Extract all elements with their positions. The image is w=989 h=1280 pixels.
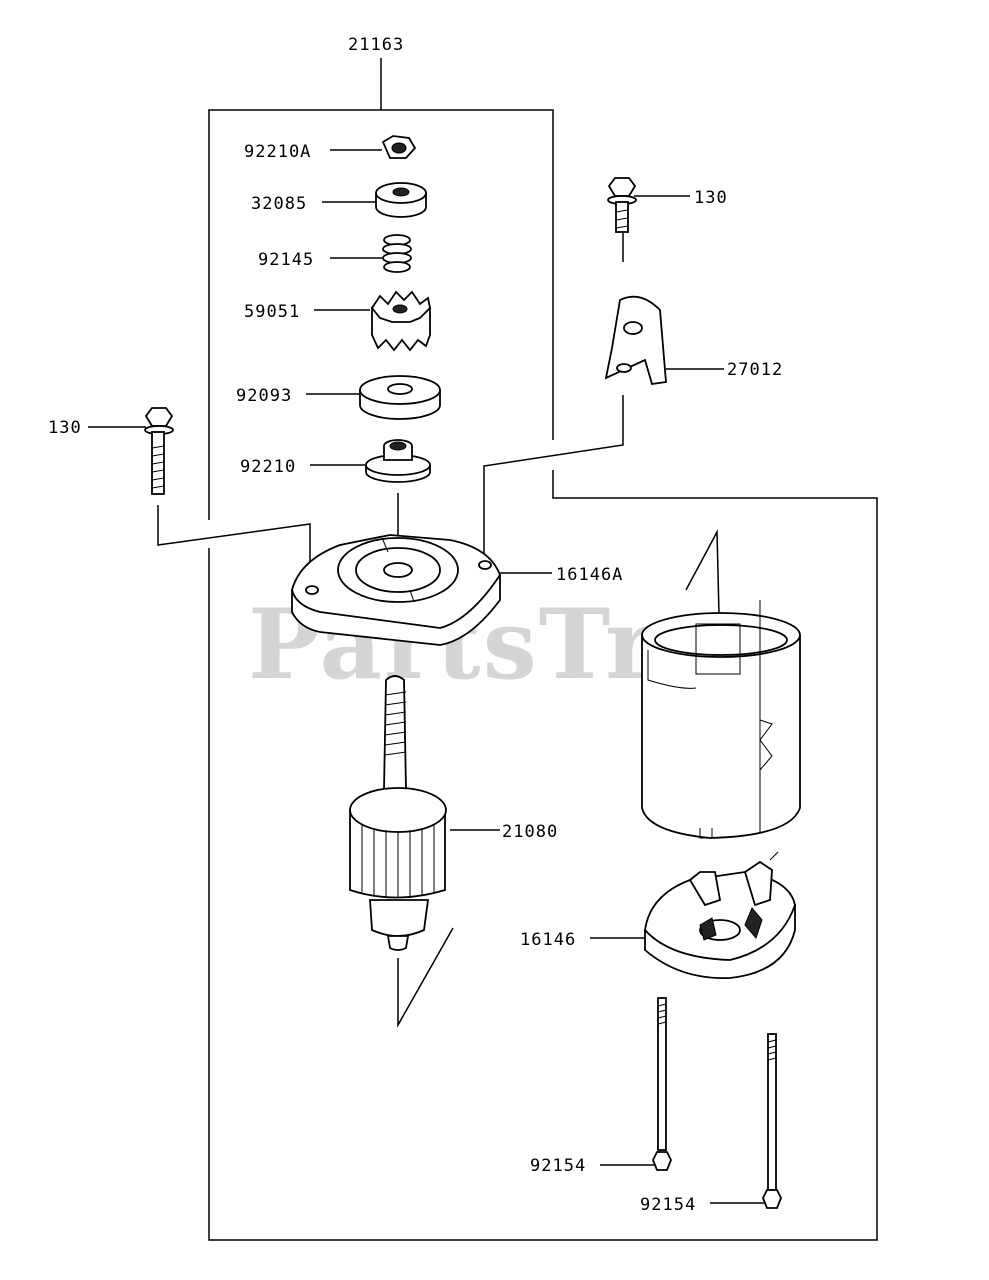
pinion-gear <box>370 290 431 352</box>
label-bolt-right: 130 <box>694 188 728 208</box>
leader-lines <box>88 149 765 1204</box>
armature-shaft-thread <box>384 691 407 756</box>
motor-housing <box>641 600 801 839</box>
label-bolt-left: 130 <box>48 418 82 438</box>
end-cover <box>291 534 502 646</box>
bolt-right <box>607 177 637 233</box>
label-pinion: 59051 <box>244 302 300 322</box>
label-washer: 92093 <box>236 386 292 406</box>
armature <box>349 675 447 951</box>
through-bolt-2 <box>762 1033 782 1209</box>
washer <box>359 375 441 420</box>
label-spring: 92145 <box>258 250 314 270</box>
label-through-bolt-2: 92154 <box>640 1195 696 1215</box>
armature-core-slots <box>361 824 435 898</box>
label-brush-holder: 16146 <box>520 930 576 950</box>
label-nut-top: 92210A <box>244 142 311 162</box>
spring <box>382 234 412 273</box>
through-bolt-1 <box>652 997 672 1171</box>
hex-nut-top <box>381 135 417 159</box>
label-armature: 21080 <box>502 822 558 842</box>
label-collar: 32085 <box>251 194 307 214</box>
flange-nut <box>365 439 431 483</box>
brush-holder <box>644 851 796 979</box>
bracket <box>604 295 667 386</box>
label-end-cover: 16146A <box>556 565 623 585</box>
bolt-left <box>144 407 174 495</box>
collar <box>375 182 427 218</box>
label-nut: 92210 <box>240 457 296 477</box>
label-through-bolt-1: 92154 <box>530 1156 586 1176</box>
label-assembly: 21163 <box>348 35 404 55</box>
assembly-frame <box>208 58 878 1241</box>
label-bracket: 27012 <box>727 360 783 380</box>
